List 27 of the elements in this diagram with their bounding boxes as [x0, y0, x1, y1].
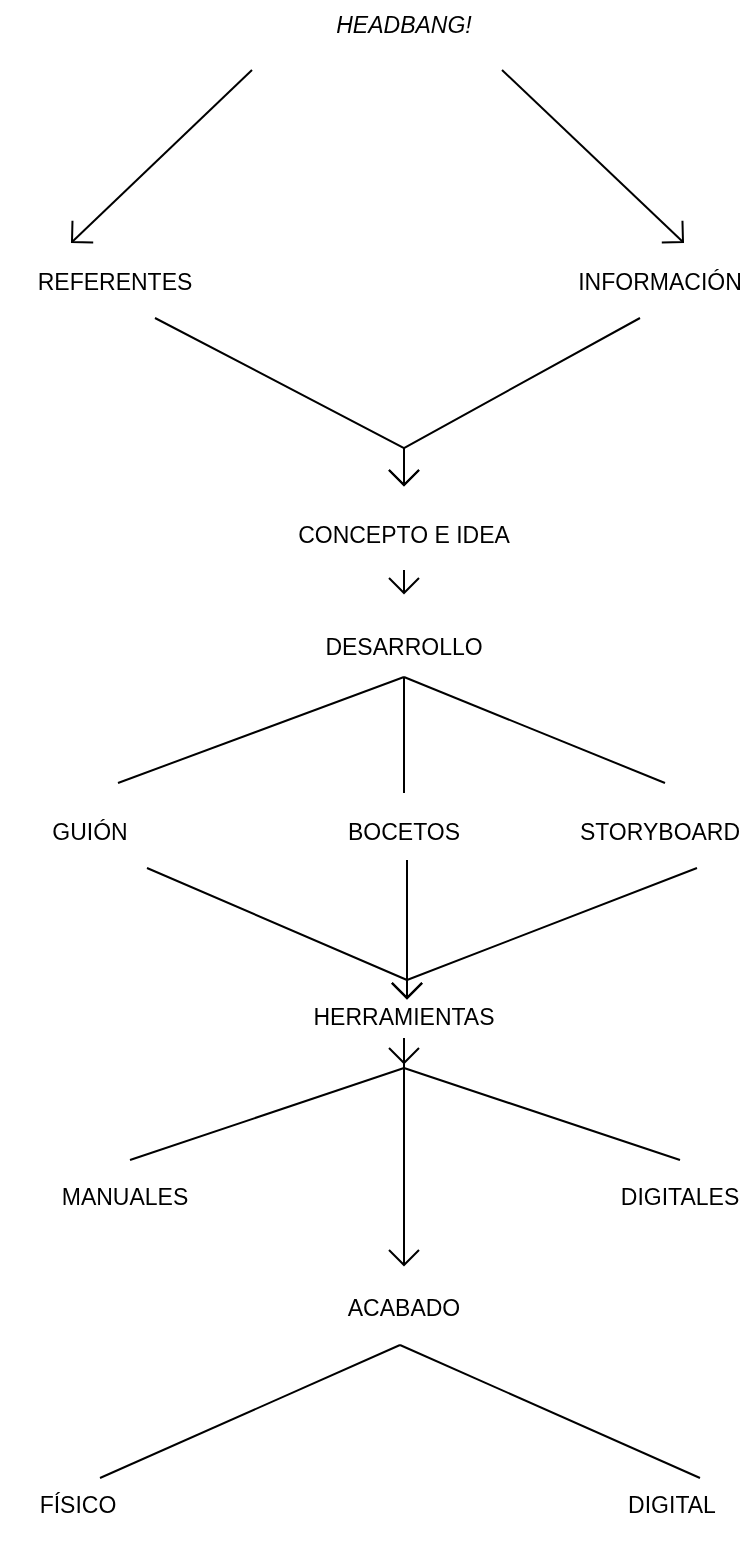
- node-label: REFERENTES: [37, 268, 193, 297]
- arrow: [71, 69, 253, 244]
- arrow: [388, 569, 420, 594]
- connector-line: [403, 1067, 681, 1161]
- connector-line: [399, 1344, 701, 1479]
- connector-line: [129, 1067, 405, 1161]
- connector-line: [403, 676, 405, 794]
- node-label: FÍSICO: [39, 1491, 117, 1520]
- arrow: [391, 867, 698, 999]
- node-label: DIGITAL: [628, 1491, 716, 1520]
- arrow: [388, 317, 641, 486]
- node-label: GUIÓN: [52, 818, 128, 847]
- node-label: HERRAMIENTAS: [313, 1003, 495, 1032]
- node-label: STORYBOARD: [579, 818, 741, 847]
- node-label: CONCEPTO E IDEA: [298, 521, 510, 550]
- connector-line: [99, 1344, 401, 1479]
- arrow: [388, 1037, 420, 1267]
- node-label: BOCETOS: [348, 818, 460, 847]
- connector-line: [403, 676, 666, 784]
- node-label: ACABADO: [347, 1294, 461, 1323]
- connector-line: [117, 676, 405, 784]
- node-label: DIGITALES: [620, 1183, 740, 1212]
- node-label: MANUALES: [61, 1183, 189, 1212]
- node-label: INFORMACIÓN: [578, 268, 742, 297]
- node-label: HEADBANG!: [336, 11, 472, 40]
- node-label: DESARROLLO: [325, 633, 483, 662]
- arrow: [501, 69, 684, 244]
